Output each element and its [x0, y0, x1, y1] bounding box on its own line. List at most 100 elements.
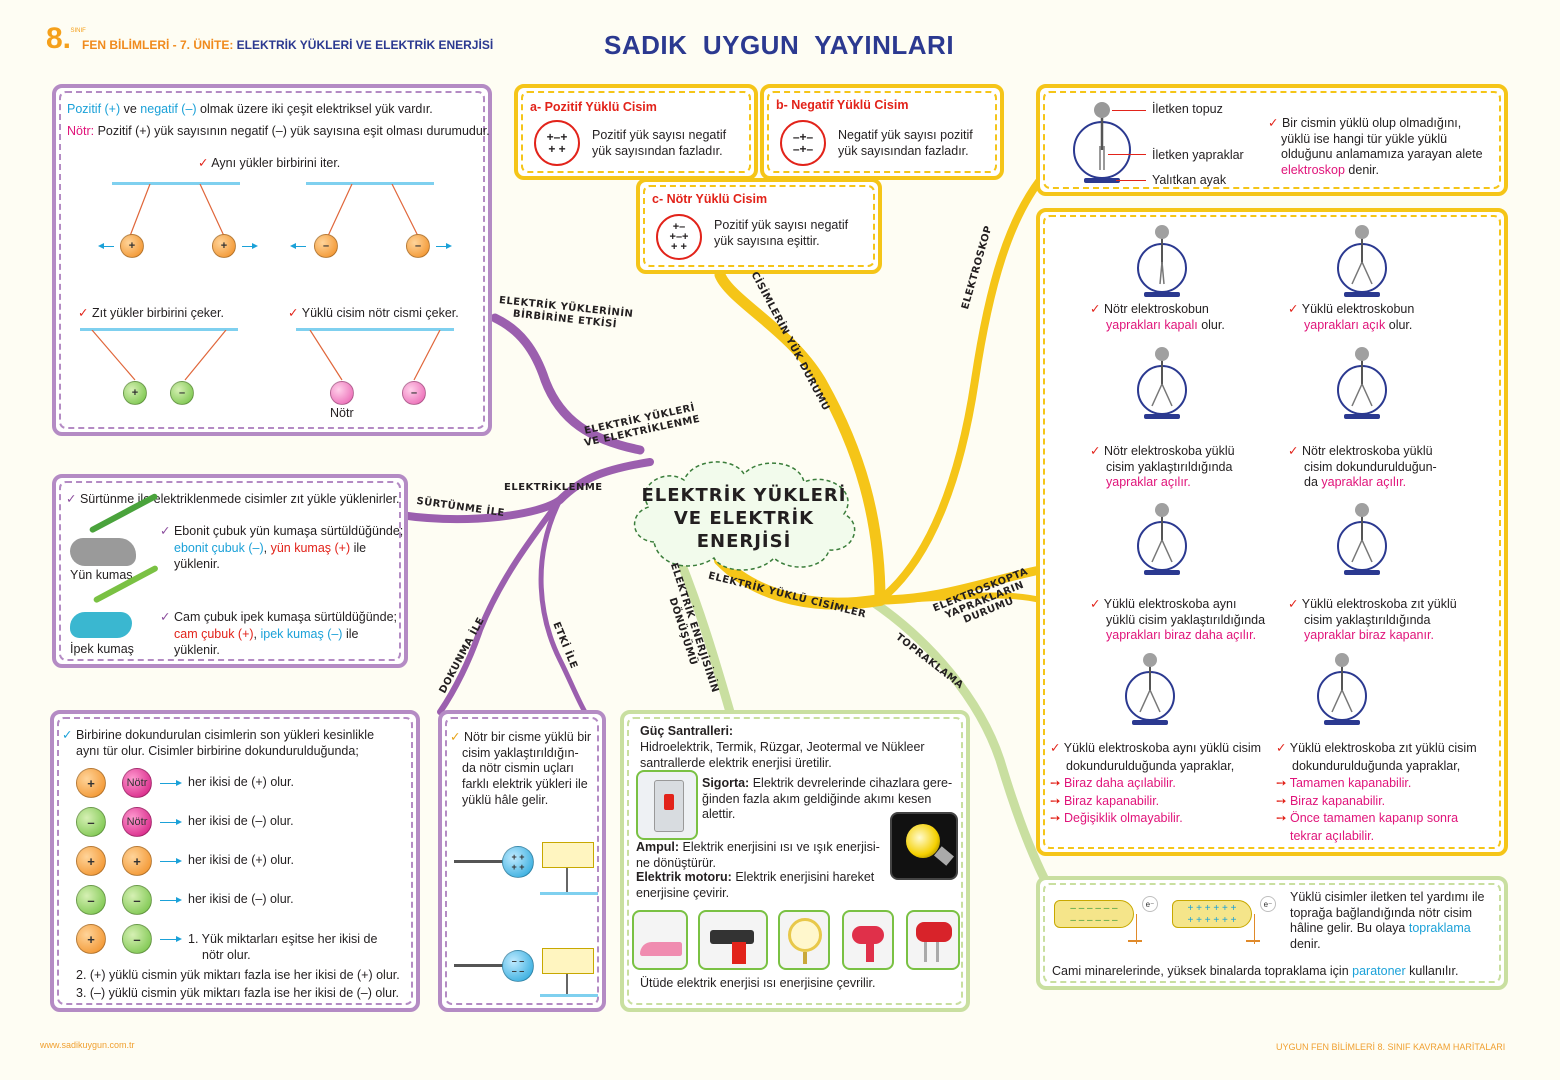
sep: ,	[253, 627, 261, 641]
branch-electrification: ELEKTRİKLENME	[504, 482, 603, 493]
induction-4: farklı elektrik yükleri ile	[462, 776, 588, 791]
neutral-body-1: Pozitif yük sayısı negatif	[714, 218, 849, 232]
negative-ball: –	[122, 924, 152, 954]
wool-charge: yün kumaş (+)	[270, 541, 351, 555]
neutral-def-text: Pozitif (+) yük sayısının negatif (–) yü…	[94, 124, 490, 138]
thread	[91, 330, 227, 381]
check-icon: ✓	[160, 610, 171, 624]
leaves-7d: Biraz kapanabilir.	[1063, 793, 1160, 808]
result-arrow	[160, 858, 182, 864]
leaves-4b: cisim dokundurulduğun-	[1304, 459, 1437, 474]
neutral-ball-label: Nötr	[330, 406, 354, 420]
leaves-4c: da	[1304, 475, 1322, 490]
leaves-8a: Yüklü elektroskoba zıt yüklü cisim	[1289, 741, 1477, 755]
electroscope-icon	[1137, 347, 1187, 419]
contact-result-3: her ikisi de (+) olur.	[188, 853, 294, 867]
neutral-body-title: c- Nötr Yüklü Cisim	[652, 192, 768, 206]
plate-stand	[566, 868, 568, 894]
leaves-2b: yaprakları açık	[1304, 317, 1386, 332]
positive-ball: +	[123, 381, 147, 405]
leaves-5c: yaprakları biraz daha açılır.	[1106, 628, 1257, 643]
ground-3a: hâline gelir. Bu olaya	[1290, 921, 1409, 936]
check-icon: ✓	[66, 492, 77, 506]
motor-text: Elektrik motoru: Elektrik enerjisini har…	[636, 870, 886, 901]
electroscope-definition: ✓ Bir cismin yüklü olup olmadığını, yükl…	[1268, 116, 1496, 179]
leaves-3a: Nötr elektroskoba yüklü	[1103, 444, 1235, 458]
plate-base	[540, 994, 598, 997]
arrow-icon: ➙	[1050, 811, 1061, 825]
charged-rod	[454, 860, 506, 863]
ground-wire	[1136, 914, 1146, 944]
negative-ball: –	[122, 885, 152, 915]
leaves-5a: Yüklü elektroskoba aynı	[1103, 597, 1237, 611]
neutral-definition: Nötr: Pozitif (+) yük sayısının negatif …	[67, 124, 492, 140]
contact-result-5b: nötr olur.	[202, 947, 251, 962]
leaves-8b: dokundurulduğunda yapraklar,	[1292, 758, 1461, 773]
ebonite-rod-charge: ebonit çubuk (–)	[174, 541, 264, 555]
and-word: ve	[120, 102, 141, 116]
leaves-8e: Önce tamamen kapanıp sonra	[1289, 811, 1459, 825]
thread	[129, 184, 225, 237]
arrow-icon: ➙	[1276, 793, 1287, 808]
lightning-rod-text: Cami minarelerinde, yüksek binalarda top…	[1052, 964, 1458, 980]
positive-ball: +	[76, 846, 106, 876]
check-icon: ✓	[1288, 302, 1299, 316]
negative-body-icon: –+––+–	[780, 120, 826, 166]
box-electroscope-leaves	[1036, 208, 1508, 856]
check-icon: ✓	[198, 156, 209, 170]
plate-stand	[566, 974, 568, 996]
friction-rule-text: Sürtünme ile elektriklenmede cisimler zı…	[79, 492, 400, 506]
ground-2: toprağa bağlandığında nötr cisim	[1290, 905, 1473, 920]
positive-ball: +	[76, 768, 106, 798]
contact-result-6: 2. (+) yüklü cismin yük miktarı fazla is…	[76, 968, 400, 982]
neutral-attract-caption: ✓ Yüklü cisim nötr cismi çeker.	[288, 306, 459, 322]
electron: e⁻	[1142, 896, 1158, 912]
energy-plants-2: santrallerde elektrik enerjisi üretilir.	[640, 755, 832, 770]
header-unit-name: ELEKTRİK YÜKLERİ VE ELEKTRİK ENERJİSİ	[236, 38, 494, 52]
header-course: FEN BİLİMLERİ - 7. ÜNİTE:	[82, 38, 237, 52]
box-energy: Güç Santralleri: Hidroelektrik, Termik, …	[620, 710, 970, 1012]
positive-ball: +	[120, 234, 144, 258]
drill-image	[698, 910, 768, 970]
positive-body-1: Pozitif yük sayısı negatif	[592, 128, 727, 142]
leaves-1c: olur.	[1197, 317, 1225, 332]
charged-sphere: + ++ +	[502, 846, 534, 878]
positive-body-icon: +–++ +	[534, 120, 580, 166]
negative-ball: –	[76, 807, 106, 837]
grounding-word: topraklama	[1408, 921, 1471, 936]
box-positive-body: a- Pozitif Yüklü Cisim +–++ + Pozitif yü…	[514, 84, 758, 180]
silk-cloth-image	[70, 564, 160, 640]
footer-website[interactable]: www.sadikuygun.com.tr	[40, 1040, 135, 1050]
leaves-8f: tekrar açılabilir.	[1290, 828, 1375, 843]
energy-title: Güç Santralleri:	[640, 724, 734, 738]
repel-arrow	[292, 246, 306, 247]
center-cloud	[633, 461, 856, 571]
escope-word: elektroskop	[1281, 162, 1345, 177]
ebonite-rest: ile yüklenir.	[174, 541, 367, 571]
label-foot: Yalıtkan ayak	[1152, 173, 1227, 187]
box-friction: ✓ Sürtünme ile elektriklenmede cisimler …	[52, 474, 408, 668]
leaves-7c: Biraz daha açılabilir.	[1063, 776, 1176, 790]
contact-result-2: her ikisi de (–) olur.	[188, 814, 294, 828]
electroscope-icon	[1125, 653, 1175, 725]
leaves-3b: cisim yaklaştırıldığında	[1106, 459, 1233, 474]
check-icon: ✓	[1276, 741, 1287, 755]
leaves-3c: yapraklar açılır.	[1106, 475, 1191, 490]
leaves-1b: yaprakları kapalı	[1106, 317, 1198, 332]
center-title-3: ENERJİSİ	[696, 531, 792, 552]
friction-rule: ✓ Sürtünme ile elektriklenmede cisimler …	[66, 492, 406, 508]
check-icon: ✓	[1268, 116, 1279, 130]
neutral-body-icon: +–+–++ +	[656, 214, 702, 260]
leaves-6a: Yüklü elektroskoba zıt yüklü	[1301, 597, 1457, 611]
electroscope-icon	[1337, 503, 1387, 575]
ground-5a: Cami minarelerinde, yüksek binalarda top…	[1052, 964, 1353, 978]
wool-cloth-image	[70, 492, 160, 568]
box-grounding: – – – – – –– – – – – – e⁻ + + + + + ++ +…	[1036, 876, 1508, 990]
neutral-attract-text: Yüklü cisim nötr cismi çeker.	[301, 306, 459, 320]
ebonite-line1: ✓ Ebonit çubuk yün kumaşa sürtüldüğünde;	[160, 524, 403, 540]
box-neutral-body: c- Nötr Yüklü Cisim +–+–++ + Pozitif yük…	[636, 178, 882, 274]
check-icon: ✓	[1288, 597, 1299, 611]
ground-symbol	[1128, 940, 1142, 942]
